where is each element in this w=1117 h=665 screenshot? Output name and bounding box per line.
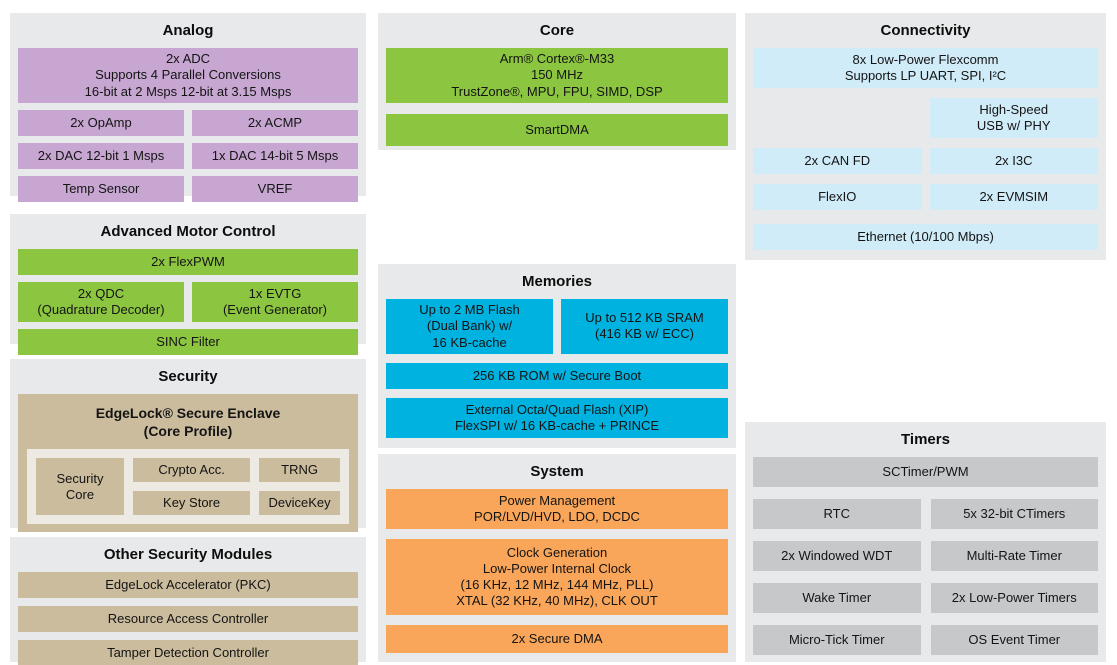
connectivity-spacer	[753, 98, 922, 138]
sctimer-block: SCTimer/PWM	[753, 457, 1098, 487]
smartdma-block: SmartDMA	[386, 113, 728, 146]
system-section: System Power Management POR/LVD/HVD, LDO…	[378, 454, 736, 662]
external-flash-block: External Octa/Quad Flash (XIP) FlexSPI w…	[386, 397, 728, 438]
flash-block: Up to 2 MB Flash (Dual Bank) w/ 16 KB-ca…	[386, 299, 553, 354]
system-section-title: System	[530, 463, 584, 480]
analog-section-title: Analog	[162, 22, 214, 39]
crypto-acc-block: Crypto Acc.	[133, 458, 251, 483]
wake-timer-block: Wake Timer	[753, 583, 921, 613]
evmsim-block: 2x EVMSIM	[929, 184, 1098, 210]
core-section-title: Core	[539, 22, 575, 39]
analog-grid: 2x ADC Supports 4 Parallel Conversions 1…	[18, 48, 358, 202]
rtc-block: RTC	[753, 499, 921, 529]
dac-12bit-block: 2x DAC 12-bit 1 Msps	[18, 142, 184, 169]
connectivity-section-title: Connectivity	[880, 22, 971, 39]
flexcomm-block: 8x Low-Power Flexcomm Supports LP UART, …	[753, 48, 1098, 88]
secure-dma-block: 2x Secure DMA	[386, 625, 728, 653]
multi-rate-timer-block: Multi-Rate Timer	[930, 541, 1098, 571]
enclave-title: EdgeLock® Secure Enclave (Core Profile)	[95, 405, 281, 440]
rom-block: 256 KB ROM w/ Secure Boot	[386, 362, 728, 389]
flexpwm-block: 2x FlexPWM	[18, 249, 358, 275]
vref-block: VREF	[192, 175, 358, 202]
ethernet-block: Ethernet (10/100 Mbps)	[753, 224, 1098, 250]
micro-tick-timer-block: Micro-Tick Timer	[753, 625, 921, 655]
sram-block: Up to 512 KB SRAM (416 KB w/ ECC)	[561, 299, 728, 354]
can-fd-block: 2x CAN FD	[753, 148, 922, 174]
trng-block: TRNG	[259, 458, 340, 483]
memories-grid: Up to 2 MB Flash (Dual Bank) w/ 16 KB-ca…	[386, 299, 728, 438]
edgelock-secure-enclave-block: EdgeLock® Secure Enclave (Core Profile) …	[18, 394, 358, 533]
usb-block: High-Speed USB w/ PHY	[929, 98, 1098, 138]
key-store-block: Key Store	[133, 491, 251, 516]
enclave-inner-panel: Security Core Crypto Acc. TRNG Key Store…	[27, 449, 349, 525]
opamp-block: 2x OpAmp	[18, 109, 184, 136]
motor-grid: 2x FlexPWM 2x QDC (Quadrature Decoder) 1…	[18, 249, 358, 355]
connectivity-section: Connectivity 8x Low-Power Flexcomm Suppo…	[745, 13, 1106, 260]
timers-section-title: Timers	[901, 431, 950, 448]
connectivity-grid: 8x Low-Power Flexcomm Supports LP UART, …	[753, 48, 1098, 250]
edgelock-accelerator-block: EdgeLock Accelerator (PKC)	[18, 572, 358, 598]
windowed-wdt-block: 2x Windowed WDT	[753, 541, 921, 571]
timers-grid: SCTimer/PWM RTC 5x 32-bit CTimers 2x Win…	[753, 457, 1098, 655]
cortex-m33-block: Arm® Cortex®-M33 150 MHz TrustZone®, MPU…	[386, 48, 728, 103]
low-power-timers-block: 2x Low-Power Timers	[930, 583, 1098, 613]
adc-block: 2x ADC Supports 4 Parallel Conversions 1…	[18, 48, 358, 103]
motor-section-title: Advanced Motor Control	[100, 223, 276, 240]
core-section: Core Arm® Cortex®-M33 150 MHz TrustZone®…	[378, 13, 736, 150]
tamper-detection-controller-block: Tamper Detection Controller	[18, 640, 358, 665]
evtg-block: 1x EVTG (Event Generator)	[192, 282, 358, 322]
security-section: Security EdgeLock® Secure Enclave (Core …	[10, 359, 366, 533]
core-grid: Arm® Cortex®-M33 150 MHz TrustZone®, MPU…	[386, 48, 728, 146]
sinc-filter-block: SINC Filter	[18, 329, 358, 355]
temp-sensor-block: Temp Sensor	[18, 175, 184, 202]
timers-section: Timers SCTimer/PWM RTC 5x 32-bit CTimers…	[745, 422, 1106, 662]
memories-section-title: Memories	[521, 273, 593, 290]
dac-14bit-block: 1x DAC 14-bit 5 Msps	[192, 142, 358, 169]
power-management-block: Power Management POR/LVD/HVD, LDO, DCDC	[386, 489, 728, 529]
ctimers-block: 5x 32-bit CTimers	[930, 499, 1098, 529]
other-security-grid: EdgeLock Accelerator (PKC) Resource Acce…	[18, 572, 358, 665]
memories-section: Memories Up to 2 MB Flash (Dual Bank) w/…	[378, 264, 736, 448]
i3c-block: 2x I3C	[929, 148, 1098, 174]
resource-access-controller-block: Resource Access Controller	[18, 606, 358, 632]
security-core-block: Security Core	[36, 458, 124, 516]
other-security-section-title: Other Security Modules	[103, 546, 273, 563]
acmp-block: 2x ACMP	[192, 109, 358, 136]
os-event-timer-block: OS Event Timer	[930, 625, 1098, 655]
qdc-block: 2x QDC (Quadrature Decoder)	[18, 282, 184, 322]
analog-section: Analog 2x ADC Supports 4 Parallel Conver…	[10, 13, 366, 202]
security-section-title: Security	[158, 368, 218, 385]
flexio-block: FlexIO	[753, 184, 922, 210]
advanced-motor-control-section: Advanced Motor Control 2x FlexPWM 2x QDC…	[10, 214, 366, 355]
devicekey-block: DeviceKey	[259, 491, 340, 516]
clock-generation-block: Clock Generation Low-Power Internal Cloc…	[386, 539, 728, 615]
other-security-modules-section: Other Security Modules EdgeLock Accelera…	[10, 537, 366, 665]
system-grid: Power Management POR/LVD/HVD, LDO, DCDC …	[386, 489, 728, 653]
